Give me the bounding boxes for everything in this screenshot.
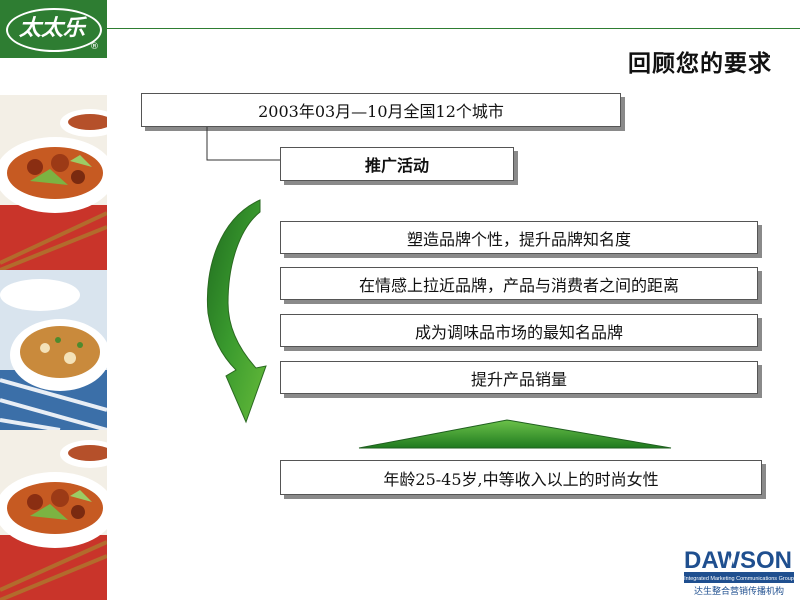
food-photo-1 [0, 95, 107, 270]
goal-text: 塑造品牌个性，提升品牌知名度 [406, 229, 631, 249]
agency-tagline: Integrated Marketing Communications Grou… [684, 576, 794, 582]
period-text: 2003年03月—10月全国12个城市 [258, 102, 504, 121]
logo-oval [6, 8, 102, 52]
logo-text: 太太乐 [18, 16, 85, 41]
goal-box-1: 塑造品牌个性，提升品牌知名度 [280, 221, 758, 254]
goal-text: 成为调味品市场的最知名品牌 [414, 322, 623, 342]
agency-logo: DAWSON Integrated Marketing Communicatio… [682, 538, 796, 598]
campaign-box: 推广活动 [280, 147, 514, 181]
food-photo-2 [0, 270, 107, 430]
period-box: 2003年03月—10月全国12个城市 [141, 93, 621, 127]
goal-box-4: 提升产品销量 [280, 361, 758, 394]
target-audience-box: 年龄25-45岁,中等收入以上的时尚女性 [280, 460, 762, 495]
triangle-pointer-icon [358, 419, 672, 449]
agency-cn-name: 达生整合营销传播机构 [694, 585, 784, 597]
food-photo-3 [0, 430, 107, 600]
header-rule [107, 28, 800, 29]
goal-box-2: 在情感上拉近品牌，产品与消费者之间的距离 [280, 267, 758, 300]
goal-text: 提升产品销量 [470, 369, 567, 389]
goal-box-3: 成为调味品市场的最知名品牌 [280, 314, 758, 347]
target-text: 年龄25-45岁,中等收入以上的时尚女性 [383, 469, 659, 489]
brand-logo: 太太乐 ® [0, 0, 107, 58]
page-title: 回顾您的要求 [628, 50, 772, 77]
curved-arrow-icon [206, 199, 267, 424]
connector-line [206, 127, 282, 161]
logo-reg-mark: ® [90, 42, 99, 52]
goal-text: 在情感上拉近品牌，产品与消费者之间的距离 [358, 275, 679, 295]
campaign-text: 推广活动 [364, 156, 429, 175]
agency-name: DAWSON [684, 547, 792, 574]
